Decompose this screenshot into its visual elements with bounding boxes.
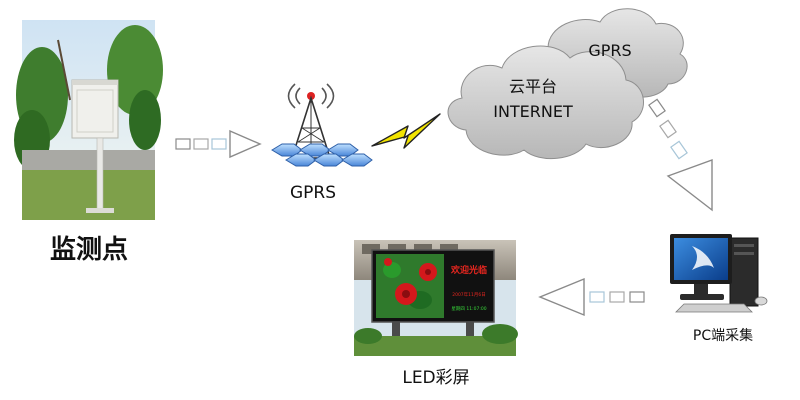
arrow-monitor-to-tower [175, 129, 262, 159]
led-billboard-photo: 欢迎光临 2007年11月6日 星期四 11:07:00 [354, 240, 518, 356]
gprs-tower-icon [271, 83, 373, 167]
led-headline: 欢迎光临 [450, 264, 487, 276]
arrow-pc-to-led [538, 277, 645, 317]
label-cloud-platform: 云平台 [509, 77, 557, 96]
arrow-cloud-to-pc [648, 98, 713, 212]
led-date: 2007年11月6日 [452, 291, 486, 298]
led-time: 星期四 11:07:00 [451, 306, 486, 312]
label-gprs-cloud: GPRS [588, 41, 631, 60]
label-led-screen: LED彩屏 [402, 368, 469, 388]
lightning-bolt-icon [371, 113, 441, 149]
label-pc-collect: PC端采集 [693, 327, 753, 344]
label-internet: INTERNET [493, 102, 573, 121]
cloud-icon-internet [447, 45, 644, 160]
monitoring-station-photo [14, 20, 163, 220]
desktop-computer-icon [670, 234, 768, 313]
label-gprs-tower: GPRS [290, 183, 336, 203]
label-monitor-point: 监测点 [50, 234, 128, 265]
